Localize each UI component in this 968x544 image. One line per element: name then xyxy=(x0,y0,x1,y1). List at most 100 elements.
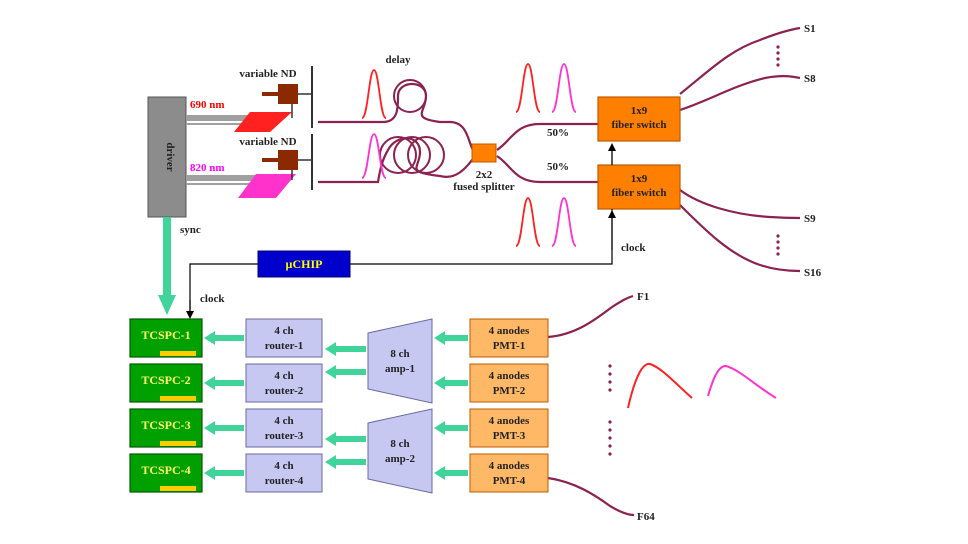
decay-curve-red xyxy=(627,363,693,409)
signal-arrow-shaft xyxy=(213,425,244,431)
fiber-out-bottom xyxy=(496,155,598,184)
tcspc-card xyxy=(129,318,203,358)
percent-top-label: 50% xyxy=(547,127,569,139)
router-label-line2: router-2 xyxy=(265,385,304,397)
pulse-red-top xyxy=(361,69,387,119)
pmt-box xyxy=(469,408,549,448)
signal-arrow-shaft xyxy=(213,470,244,476)
ellipsis-fibers xyxy=(608,364,612,456)
signal-arrow-head xyxy=(204,421,215,435)
fiber-switch-top-line2: fiber switch xyxy=(611,119,666,131)
tcspc-label: TCSPC-4 xyxy=(141,463,190,477)
clock-label-left: clock xyxy=(200,293,225,305)
router-label-line1: 4 ch xyxy=(274,415,293,427)
tcspc-label: TCSPC-2 xyxy=(141,373,190,387)
wavelength-820-label: 820 nm xyxy=(190,162,225,174)
fiber-paths xyxy=(318,26,801,517)
driver-label: driver xyxy=(164,142,176,171)
delay-loop-bottom-3 xyxy=(407,136,445,174)
nd-filter-bottom xyxy=(278,150,298,170)
pmt-label-line1: 4 anodes xyxy=(489,370,530,382)
signal-arrow-shaft xyxy=(334,459,366,465)
ellipsis-top xyxy=(776,45,780,67)
router-box xyxy=(245,318,323,358)
amplifiers: 8 ch amp-1 8 ch amp-2 xyxy=(367,318,433,494)
driver-box xyxy=(147,96,187,218)
uchip-label: µCHIP xyxy=(286,257,323,271)
router-box xyxy=(245,363,323,403)
tcspc-card xyxy=(129,363,203,403)
fiber-switch-top xyxy=(597,96,681,142)
signal-arrow-head xyxy=(434,421,445,435)
signal-arrow-shaft xyxy=(213,335,244,341)
delay-label: delay xyxy=(385,54,411,66)
output-s16-label: S16 xyxy=(804,267,822,279)
pmt-box xyxy=(469,453,549,493)
delay-coils xyxy=(379,79,445,174)
output-s1-label: S1 xyxy=(804,23,816,35)
fiber-switch-bottom xyxy=(597,164,681,210)
signal-arrow-shaft xyxy=(213,380,244,386)
fused-splitter xyxy=(471,143,497,163)
ellipsis-bottom xyxy=(776,234,780,256)
pmt-label-line2: PMT-3 xyxy=(493,430,526,442)
fiber-s16 xyxy=(679,204,801,273)
pmt-box xyxy=(469,318,549,358)
pmt-label-line2: PMT-2 xyxy=(493,385,526,397)
fiber-s9 xyxy=(679,189,801,220)
tcspc-label: TCSPC-3 xyxy=(141,418,190,432)
router-box xyxy=(245,408,323,448)
tcspc-connector xyxy=(160,441,196,446)
signal-arrow-head xyxy=(434,331,445,345)
signal-arrow-head xyxy=(204,376,215,390)
pulse-magenta-top-right xyxy=(551,63,577,113)
splitter-label-line2: fused splitter xyxy=(453,181,515,193)
fiber-s8 xyxy=(679,75,801,112)
amplifier-label-line2: amp-1 xyxy=(385,363,415,375)
fiber-820 xyxy=(318,137,476,184)
signal-arrow-shaft xyxy=(334,346,366,352)
fiber-f1-label: F1 xyxy=(637,291,649,303)
variable-nd-bottom-label: variable ND xyxy=(239,136,296,148)
splitter-label-line1: 2x2 xyxy=(476,169,493,181)
router-label-line2: router-1 xyxy=(265,340,303,352)
pulse-magenta-mid xyxy=(361,133,387,179)
amplifier-label-line2: amp-2 xyxy=(385,453,415,465)
decay-curve-magenta xyxy=(707,365,777,399)
uchip-box xyxy=(257,250,351,278)
signal-arrow-shaft xyxy=(443,425,468,431)
output-s8-label: S8 xyxy=(804,73,816,85)
pmt-label-line1: 4 anodes xyxy=(489,460,530,472)
fiber-switch-bottom-line2: fiber switch xyxy=(611,187,666,199)
fiber-f64-label: F64 xyxy=(637,511,655,523)
signal-arrow-shaft xyxy=(443,335,468,341)
pulse-magenta-bottom xyxy=(551,197,577,247)
delay-loop-bottom-2 xyxy=(393,136,431,174)
laser-820 xyxy=(238,174,296,198)
percent-bottom-label: 50% xyxy=(547,161,569,173)
tcspc-card xyxy=(129,408,203,448)
amplifier-label-line1: 8 ch xyxy=(390,348,409,360)
fiber-s1 xyxy=(679,26,801,95)
amplifier-label-line1: 8 ch xyxy=(390,438,409,450)
signal-arrow-head xyxy=(434,466,445,480)
nd-rod-bottom xyxy=(262,158,278,162)
router-label-line1: 4 ch xyxy=(274,460,293,472)
nd-filter-top xyxy=(278,84,298,104)
pmt-box xyxy=(469,363,549,403)
laser-690 xyxy=(234,112,292,132)
clock-line xyxy=(189,209,613,316)
tcspc-connector xyxy=(160,486,196,491)
signal-arrow-head xyxy=(325,342,336,356)
fiber-f64 xyxy=(547,476,635,517)
pmt-label-line1: 4 anodes xyxy=(489,415,530,427)
signal-arrow-head xyxy=(204,466,215,480)
tcspc-connector xyxy=(160,351,196,356)
fiber-f1 xyxy=(547,294,634,339)
output-s9-label: S9 xyxy=(804,213,816,225)
router-box xyxy=(245,453,323,493)
signal-arrow-head xyxy=(204,331,215,345)
wavelength-690-label: 690 nm xyxy=(190,99,225,111)
